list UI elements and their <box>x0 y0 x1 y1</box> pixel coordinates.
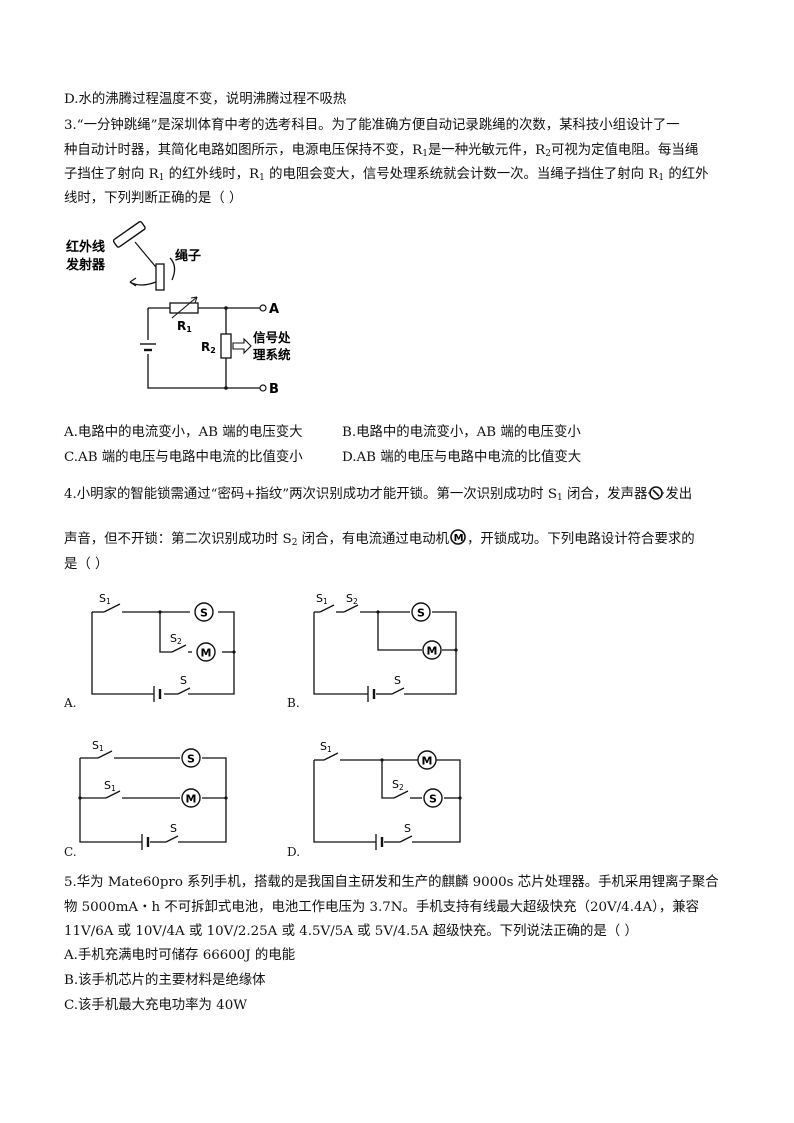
switch-s1-label: S1 <box>316 592 328 606</box>
battery-icon <box>140 340 156 354</box>
q5-stem-line2: 物 5000mA・h 不可拆卸式电池，电池工作电压为 3.7N。手机支持有线最大… <box>64 900 700 915</box>
switch-s-label: S <box>404 822 411 835</box>
switch-s-label: S <box>170 822 177 835</box>
speaker-s-label: S <box>429 793 437 806</box>
processor-label-1: 信号处 <box>253 330 291 345</box>
speaker-s-label: S <box>417 607 425 620</box>
q3-option-d: D.AB 端的电压与电路中电流的比值变大 <box>342 450 582 465</box>
r1-label: R1 <box>177 319 192 334</box>
emitter-label-2: 发射器 <box>65 257 106 273</box>
q5-stem-line1: 5.华为 Mate60pro 系列手机，搭载的是我国自主研发和生产的麒麟 900… <box>64 875 719 890</box>
infrared-emitter-icon <box>112 221 161 273</box>
switch-s1-label: S1 <box>320 740 332 754</box>
circuit-c-svg: S M S1 S1 S <box>78 739 228 850</box>
emitter-label-1: 红外线 <box>66 239 105 255</box>
speaker-s-icon <box>411 602 431 622</box>
q5-option-a: A.手机充满电时可储存 66600J 的电能 <box>64 948 296 963</box>
switch-s1-label-lower: S1 <box>104 779 116 793</box>
circuit-b-svg: S M S1 S2 S <box>313 592 458 702</box>
terminal-b <box>259 384 267 392</box>
rope-label: 绳子 <box>175 248 201 264</box>
jump-rope-circuit-svg: 红外线 发射器 绳子 R1 R2 信号处 理系统 A <box>65 221 291 397</box>
circuit-a: S M S1 S2 S <box>88 590 240 706</box>
r2-label: R2 <box>201 340 216 355</box>
q3-stem-line1: 3.“一分钟跳绳”是深圳体育中考的选考科目。为了能准确方便自动记录跳绳的次数，某… <box>64 118 680 133</box>
switch-s1-label: S1 <box>99 592 111 606</box>
rope-icon <box>129 257 176 291</box>
circuit-d-label: D. <box>287 845 301 859</box>
switch-s-label: S <box>394 674 401 687</box>
circuit-b: S M S1 S2 S <box>310 588 462 706</box>
motor-m-icon <box>181 788 201 808</box>
q5-option-b: B.该手机芯片的主要材料是绝缘体 <box>64 973 266 988</box>
q4-stem-line1: 4.小明家的智能锁需通过“密码+指纹”两次识别成功才能开锁。第一次识别成功时 S… <box>64 485 692 507</box>
terminal-a-label: A <box>269 302 279 317</box>
q3-stem-line3: 子挡住了射向 R1 的红外线时，R1 的电阻会变大，信号处理系统就会计数一次。当… <box>64 167 709 183</box>
jump-rope-circuit-figure: 红外线 发射器 绳子 R1 R2 信号处 理系统 A <box>60 220 320 400</box>
q4-stem-line3: 是（ ） <box>64 557 109 572</box>
motor-m-icon <box>417 750 437 770</box>
q5-option-c: C.该手机最大充电功率为 40W <box>64 998 247 1013</box>
processor-label-2: 理系统 <box>253 347 291 362</box>
motor-m-icon <box>196 642 216 662</box>
previous-option-d: D.水的沸腾过程温度不变，说明沸腾过程不吸热 <box>64 92 347 107</box>
double-arrow-icon <box>232 337 252 355</box>
motor-symbol-icon: M <box>449 528 467 552</box>
speaker-s-icon <box>423 788 443 808</box>
speaker-s-label: S <box>187 753 195 766</box>
q3-option-b: B.电路中的电流变小，AB 端的电压变小 <box>342 425 581 440</box>
motor-m-label: M <box>427 645 438 658</box>
motor-m-icon <box>422 640 442 660</box>
terminal-b-label: B <box>269 382 279 397</box>
switch-s2-label: S2 <box>170 632 182 646</box>
switch-s2-label: S2 <box>392 778 404 792</box>
circuit-c-label: C. <box>64 845 77 859</box>
terminal-a <box>259 304 267 312</box>
circuit-d-svg: M S S1 S2 S <box>313 740 462 850</box>
motor-m-label: M <box>201 647 212 660</box>
q3-stem-line2: 种自动计时器，其简化电路如图所示，电源电压保持不变，R1是一种光敏元件，R2可视… <box>64 143 699 159</box>
speaker-s-label: S <box>200 607 208 620</box>
circuit-d: M S S1 S2 S <box>310 736 466 854</box>
svg-text:M: M <box>454 533 464 544</box>
circuit-b-label: B. <box>287 696 300 710</box>
circuit-a-label: A. <box>64 696 77 710</box>
r2-resistor <box>220 333 232 359</box>
motor-m-label: M <box>186 793 197 806</box>
switch-s2-label: S2 <box>346 592 358 606</box>
speaker-s-icon <box>194 602 214 622</box>
q3-stem-line4: 线时，下列判断正确的是（ ） <box>64 191 243 206</box>
q3-option-a: A.电路中的电流变小，AB 端的电压变大 <box>64 425 303 440</box>
q3-option-c: C.AB 端的电压与电路中电流的比值变小 <box>64 450 303 465</box>
motor-m-label: M <box>422 755 433 768</box>
q5-stem-line3: 11V/6A 或 10V/4A 或 10V/2.25A 或 4.5V/5A 或 … <box>64 924 638 939</box>
circuit-c: S M S1 S1 S <box>76 738 238 854</box>
switch-s-label: S <box>180 674 187 687</box>
speaker-s-icon <box>181 748 201 768</box>
speaker-symbol-icon <box>647 485 665 507</box>
circuit-a-svg: S M S1 S2 S <box>91 592 236 702</box>
switch-s1-label: S1 <box>92 739 104 753</box>
